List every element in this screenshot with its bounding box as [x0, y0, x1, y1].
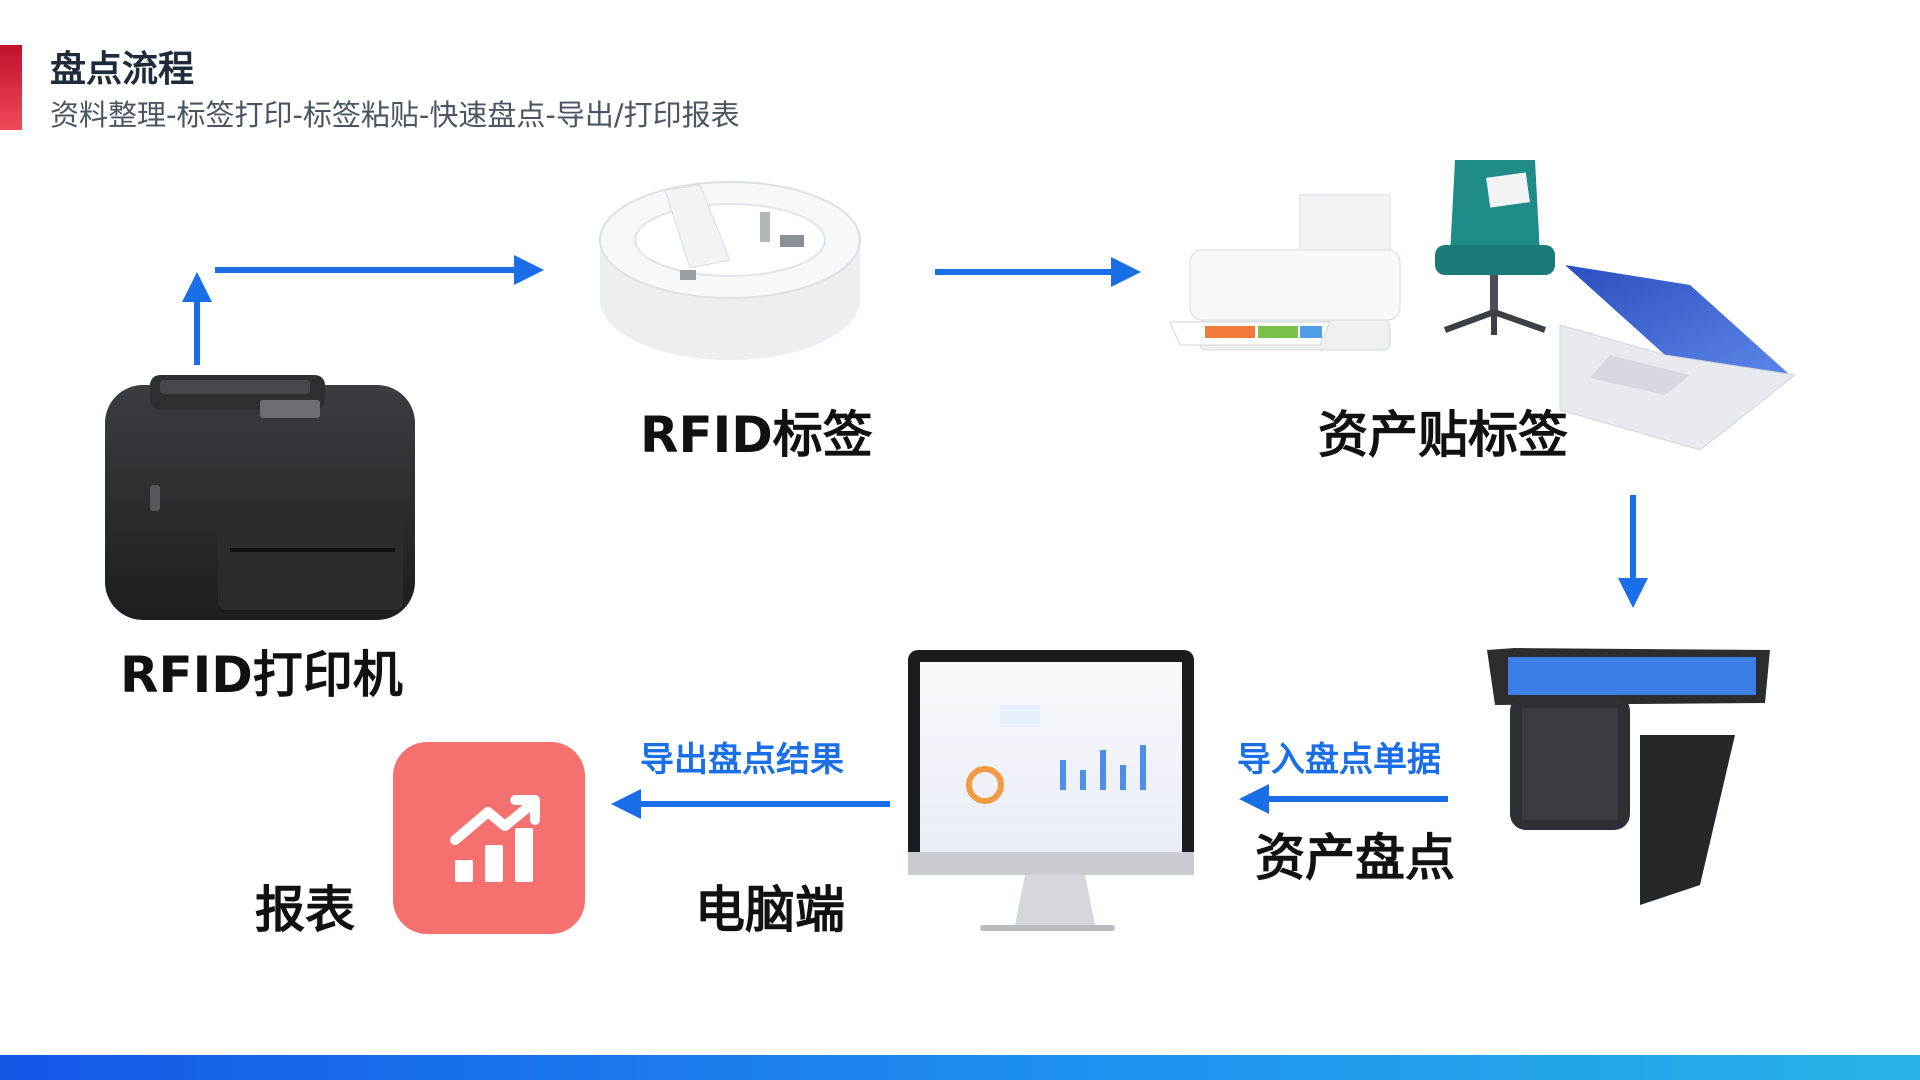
edge-label-export: 导出盘点结果: [640, 740, 844, 780]
node-label-asset-label: 资产贴标签: [1318, 406, 1568, 464]
rfid-handheld-image: [1487, 648, 1770, 905]
node-label-printer: RFID打印机: [120, 646, 403, 704]
office-chair-image: [1435, 160, 1555, 335]
page-title: 盘点流程: [50, 49, 195, 90]
rfid-printer-image: [105, 375, 415, 620]
node-label-inventory: 资产盘点: [1255, 829, 1455, 887]
rfid-tag-roll-image: [599, 181, 861, 360]
footer-bar: [0, 1055, 1920, 1080]
flow-arrows: [182, 255, 1648, 819]
laptop-image: [1559, 265, 1797, 451]
desktop-printer-image: [1169, 194, 1401, 351]
edge-label-import: 导入盘点单据: [1237, 740, 1441, 780]
node-label-computer: 电脑端: [695, 881, 845, 939]
page-subtitle: 资料整理-标签打印-标签粘贴-快速盘点-导出/打印报表: [50, 98, 740, 132]
report-tile-image: [393, 742, 585, 934]
node-label-report: 报表: [255, 881, 355, 939]
node-label-rfid-tag: RFID标签: [640, 406, 873, 464]
header-accent-bar: [0, 45, 22, 130]
monitor-image: [908, 650, 1194, 931]
